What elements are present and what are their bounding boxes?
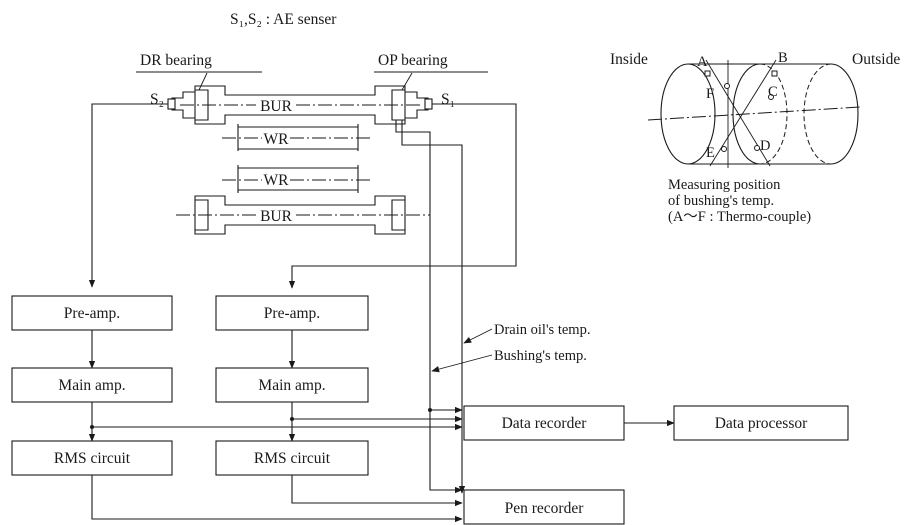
bottom-wr-outline bbox=[237, 165, 359, 193]
sensor-s2-label: S₂ bbox=[150, 91, 164, 108]
dr-bearing-label: DR bearing bbox=[136, 52, 262, 91]
op-bearing-text: OP bearing bbox=[378, 52, 448, 69]
point-b-marker bbox=[771, 70, 778, 77]
point-c-label: C bbox=[768, 84, 778, 100]
point-d-label: D bbox=[760, 138, 770, 154]
bushing-mid-section bbox=[732, 63, 761, 165]
bushing-axis bbox=[647, 106, 861, 121]
bushing-temp-leader bbox=[431, 354, 493, 373]
top-work-roll: WR bbox=[222, 124, 372, 151]
preamp-left-label: Pre-amp. bbox=[64, 305, 120, 322]
data-recorder-box bbox=[463, 405, 625, 441]
data-processor-label: Data processor bbox=[715, 415, 808, 432]
inset-caption-line-1: Measuring position bbox=[668, 177, 781, 193]
point-f-marker bbox=[724, 83, 730, 89]
top-backup-roll: BUR bbox=[167, 85, 433, 125]
rms-left-box bbox=[11, 440, 173, 476]
wire-rms-left-to-pen bbox=[91, 475, 463, 523]
junction-bushing bbox=[428, 408, 432, 412]
sensor-s1 bbox=[424, 98, 433, 110]
bushing-outer-edge bbox=[830, 63, 859, 165]
top-bur-outline bbox=[194, 85, 406, 125]
outside-label: Outside bbox=[852, 51, 900, 68]
bottom-wr-label: WR bbox=[264, 172, 290, 189]
mainamp-right-box bbox=[215, 367, 369, 403]
inset-caption-line-3: (A～F : Thermo-couple) bbox=[668, 209, 811, 225]
point-c-marker bbox=[768, 94, 774, 100]
sensor-s1-label: S₁ bbox=[441, 91, 455, 108]
inside-label: Inside bbox=[610, 51, 648, 68]
point-f-label: F bbox=[706, 86, 714, 102]
mainamp-right-label: Main amp. bbox=[258, 377, 325, 394]
mainamp-left-label: Main amp. bbox=[58, 377, 125, 394]
wire-s1-to-preamp-right bbox=[288, 103, 517, 289]
junction-right bbox=[290, 417, 294, 421]
data-recorder-label: Data recorder bbox=[502, 415, 588, 432]
wire-s2-to-preamp-left bbox=[88, 103, 168, 288]
point-b-label: B bbox=[778, 50, 788, 66]
bushing-temp-label: Bushing's temp. bbox=[494, 348, 587, 364]
dr-bearing-leader bbox=[198, 72, 208, 91]
rms-left-label: RMS circuit bbox=[54, 450, 131, 467]
junction-left bbox=[90, 425, 94, 429]
preamp-right-label: Pre-amp. bbox=[264, 305, 320, 322]
mainamp-left-box bbox=[11, 367, 173, 403]
wire-drain-oil-temp bbox=[401, 120, 466, 494]
pen-recorder-box bbox=[463, 489, 625, 525]
drain-oil-leader bbox=[463, 328, 493, 344]
top-bur-label: BUR bbox=[260, 98, 293, 115]
top-wr-label: WR bbox=[264, 131, 290, 148]
pen-recorder-label: Pen recorder bbox=[505, 500, 585, 517]
point-a-label: A bbox=[697, 54, 708, 70]
preamp-right-box bbox=[215, 295, 369, 331]
rms-right-label: RMS circuit bbox=[254, 450, 331, 467]
point-a-marker bbox=[704, 70, 711, 77]
drain-oil-label: Drain oil's temp. bbox=[494, 322, 590, 338]
bottom-work-roll: WR bbox=[222, 165, 372, 193]
data-processor-box bbox=[673, 405, 849, 441]
preamp-left-box bbox=[11, 295, 173, 331]
op-bearing-label: OP bearing bbox=[374, 52, 488, 91]
bushing-outer-hidden bbox=[803, 63, 832, 165]
sensor-s2 bbox=[167, 98, 176, 110]
bushing-inset: Inside Outside A B C D E F Measuring pos… bbox=[610, 50, 900, 225]
bushing-diagonal-2 bbox=[709, 59, 777, 167]
dr-bearing-text: DR bearing bbox=[140, 52, 212, 69]
inset-caption-line-2: of bushing's temp. bbox=[668, 193, 774, 209]
bottom-bur-outline bbox=[194, 195, 406, 235]
op-bearing-leader bbox=[401, 72, 413, 91]
wire-rms-right-to-pen bbox=[291, 475, 463, 507]
point-e-marker bbox=[721, 146, 727, 152]
bottom-bur-label: BUR bbox=[260, 208, 293, 225]
point-e-label: E bbox=[706, 145, 715, 161]
rms-right-box bbox=[215, 440, 369, 476]
bottom-backup-roll: BUR bbox=[176, 195, 430, 235]
sensor-legend: S₁,S₂ : AE senser bbox=[230, 11, 337, 28]
point-d-marker bbox=[754, 145, 760, 151]
wire-bushing-temp bbox=[395, 120, 463, 494]
